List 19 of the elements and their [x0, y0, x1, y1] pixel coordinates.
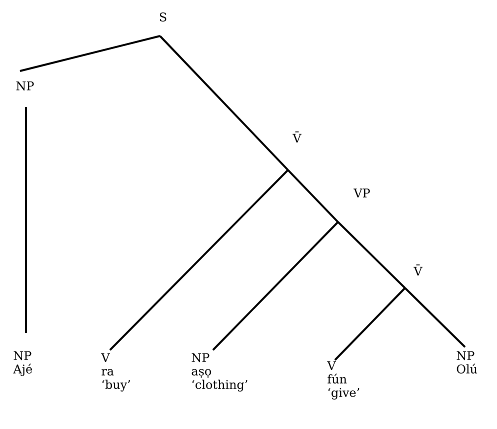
tree-branch: [20, 35, 160, 72]
tree-branch: [337, 221, 406, 289]
category-label: V̄: [414, 264, 422, 276]
category-label: S: [160, 12, 166, 22]
tree-leaf: NP aṣọ ‘clothing’: [192, 353, 248, 392]
tree-branch: [404, 287, 466, 348]
tree-leaf: V ra ‘buy’: [101, 353, 130, 392]
category-label: V̄: [292, 131, 302, 143]
category-label: NP: [16, 82, 34, 90]
tree-branch: [159, 35, 289, 171]
tree-branch: [334, 287, 406, 361]
tree-branch: [109, 169, 289, 351]
category-label: VP: [354, 188, 370, 198]
tree-branch: [212, 221, 339, 351]
tree-leaf: V fún ‘give’: [327, 361, 360, 400]
tree-leaf: NP Olú: [456, 351, 478, 374]
tree-leaf: NP Ajé: [13, 351, 32, 376]
tree-branch: [287, 169, 339, 223]
tree-branch: [25, 107, 27, 333]
